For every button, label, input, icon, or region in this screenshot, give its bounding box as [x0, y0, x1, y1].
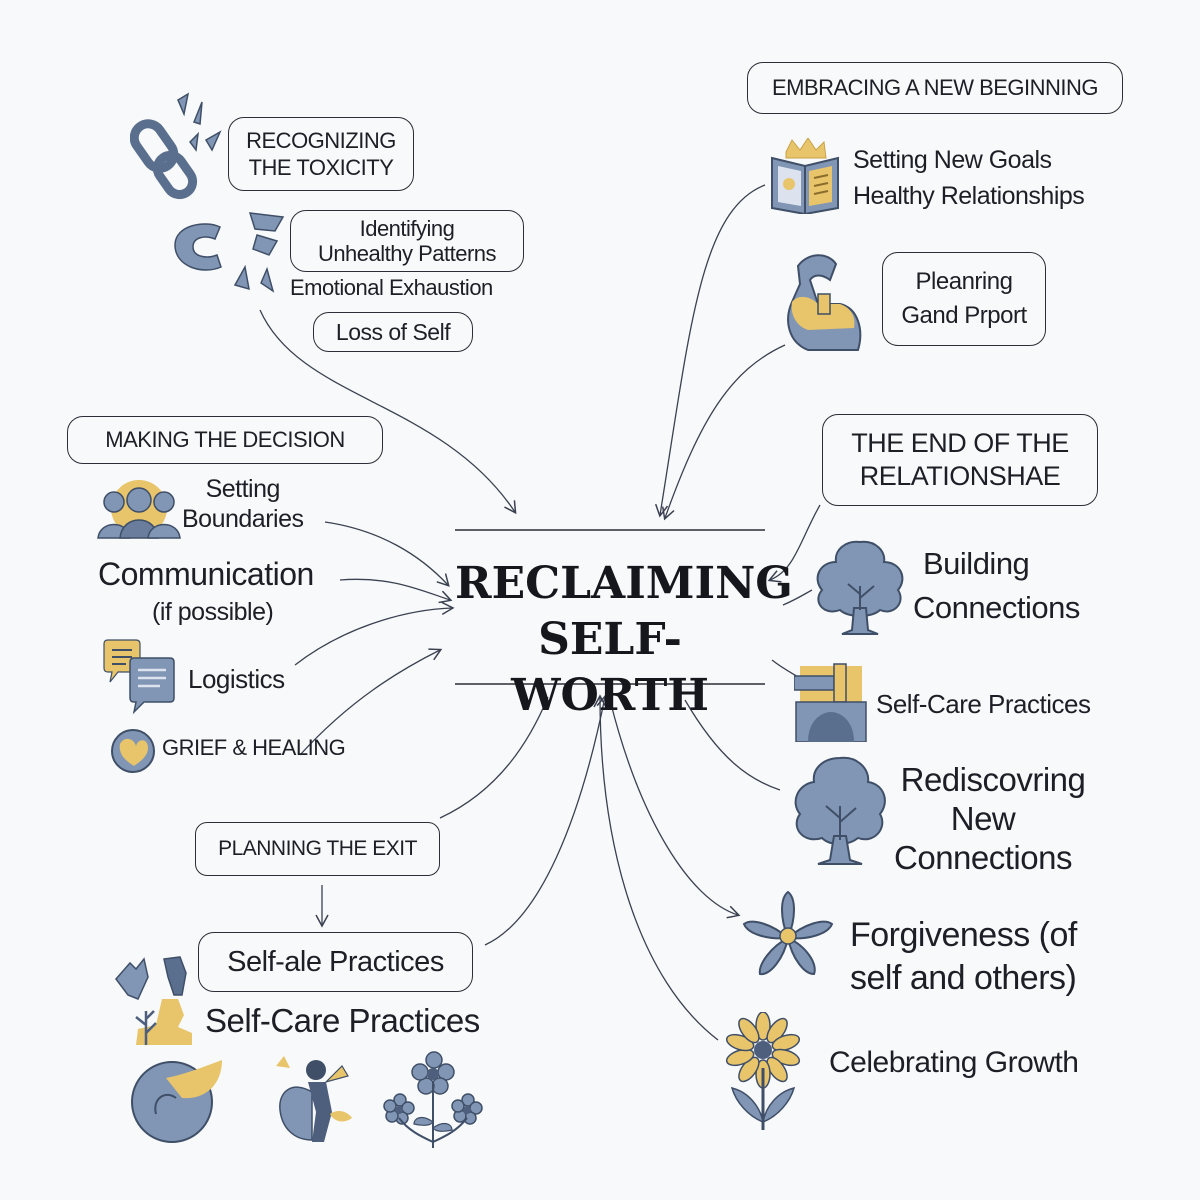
grief-healing-label: GRIEF & HEALING [162, 735, 346, 760]
logistics-label: Logistics [188, 664, 285, 694]
book-icon [771, 138, 839, 214]
rediscover-line3: Connections [894, 839, 1072, 876]
emotional-exhaustion-label: Emotional Exhaustion [290, 275, 493, 300]
connector-goals [654, 184, 766, 518]
boundaries-label: Setting Boundaries [182, 474, 304, 534]
support-line2: Gand Prport [901, 302, 1027, 329]
rediscover-line1: Rediscovring [900, 761, 1086, 798]
broken-chain-small-icon [174, 212, 285, 293]
end-title-line1: THE END OF THE [851, 428, 1069, 458]
central-title: RECLAIMING SELF-WORTH [455, 556, 793, 724]
connector-building [782, 589, 813, 606]
selfcare-right-label: Self-Care Practices [876, 689, 1091, 719]
communication-label: Communication [98, 556, 314, 592]
connector-logistics [294, 601, 455, 666]
connector-rediscover [684, 699, 781, 791]
candle-hands-icon [794, 663, 867, 742]
celebrating-growth-label: Celebrating Growth [829, 1046, 1079, 1079]
identifying-patterns-box: Identifying Unhealthy Patterns [290, 210, 524, 272]
forgiveness-label: Forgiveness (of self and others) [850, 914, 1077, 1000]
flexed-arm-icon [787, 254, 862, 351]
practices-box: Self-ale Practices [198, 932, 473, 992]
boundaries-line2: Boundaries [182, 505, 304, 533]
connector-boundaries [324, 521, 450, 587]
connector-exit-up [439, 696, 549, 819]
support-line1: Pleanring [915, 268, 1013, 295]
rediscover-line2: New [950, 800, 1016, 837]
connector-forgiveness [609, 699, 741, 919]
flowers-icon [383, 1051, 483, 1148]
figure-icon [276, 1056, 352, 1142]
forgive-line1: Forgiveness (of [850, 916, 1077, 954]
tree-icon [816, 540, 904, 635]
yellow-flower-icon [725, 1012, 801, 1130]
support-box: Pleanring Gand Prport [882, 252, 1046, 346]
broken-chain-icon [130, 92, 222, 200]
decision-title-box: MAKING THE DECISION [67, 416, 383, 464]
exit-title-box: PLANNING THE EXIT [195, 822, 440, 876]
connector-celebrate [593, 694, 719, 1041]
end-title-line2: RELATIONSHAE [859, 461, 1061, 491]
healthy-relationships-label: Healthy Relationships [853, 182, 1085, 210]
connector-practices [484, 694, 610, 946]
connector-end [767, 504, 821, 583]
recognizing-title-box: RECOGNIZING THE TOXICITY [228, 117, 414, 191]
loss-of-self-box: Loss of Self [313, 312, 473, 352]
identifying-line1: Identifying [359, 216, 455, 241]
boundaries-line1: Setting [205, 475, 281, 503]
recognizing-title-line2: THE TOXICITY [248, 155, 394, 180]
connector-communication [339, 578, 453, 604]
central-title-line1: RECLAIMING [455, 558, 793, 609]
building-connections-label: Building Connections [913, 542, 1080, 630]
selfcare-practices-left-label: Self-Care Practices [205, 1002, 480, 1039]
connector-recognizing [259, 309, 517, 515]
identifying-line2: Unhealthy Patterns [317, 241, 497, 266]
moon-hands-icon [131, 1060, 222, 1143]
recognizing-title-line1: RECOGNIZING [246, 128, 396, 153]
connector-grief [299, 648, 443, 756]
end-title-box: THE END OF THE RELATIONSHAE [822, 414, 1098, 506]
chat-bubbles-icon [103, 639, 175, 714]
heart-globe-icon [111, 729, 155, 773]
birds-icon [115, 956, 192, 1045]
connector-support [661, 344, 786, 521]
tree-large-icon [794, 756, 886, 865]
forgive-line2: self and others) [850, 959, 1077, 997]
setting-goals-label: Setting New Goals [853, 146, 1052, 174]
rediscovering-label: Rediscovring New Connections [888, 760, 1098, 877]
beginning-title-box: EMBRACING A NEW BEGINNING [747, 62, 1123, 114]
people-icon [97, 480, 181, 539]
blue-flower-icon [742, 890, 834, 976]
central-title-line2: SELF-WORTH [511, 614, 709, 721]
building-line2: Connections [913, 590, 1080, 625]
building-line1: Building [923, 546, 1030, 581]
communication-sub-label: (if possible) [152, 598, 274, 626]
